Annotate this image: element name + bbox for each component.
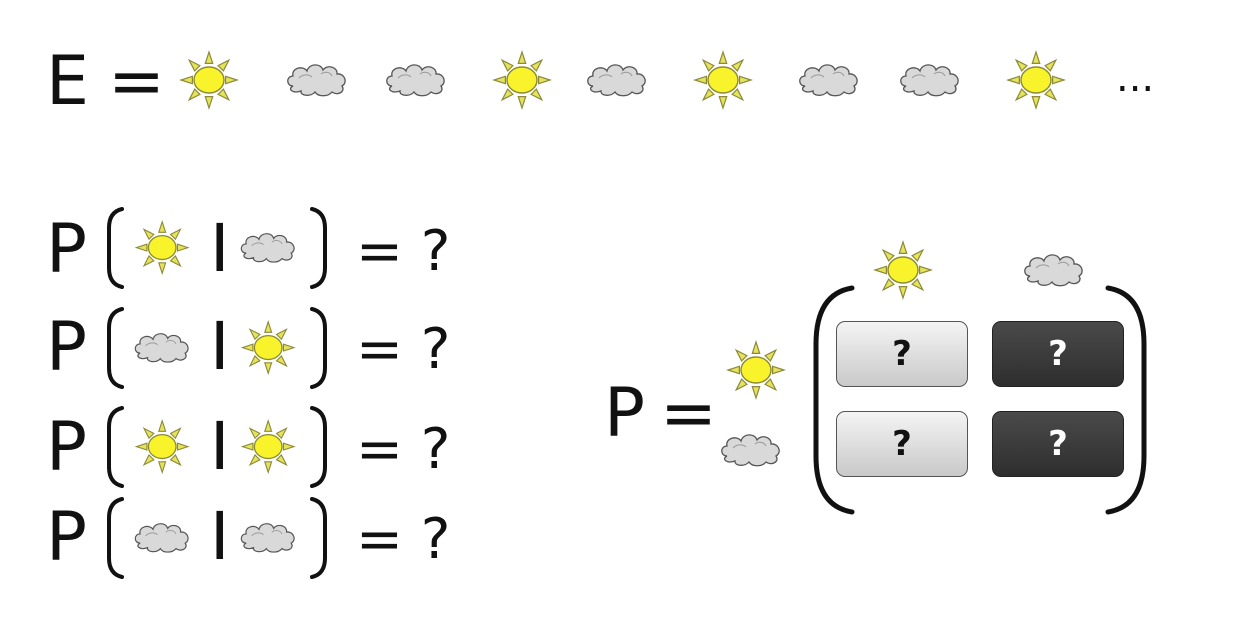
row-2-letter: P xyxy=(46,308,88,387)
sequence-sun-icon-6 xyxy=(693,50,753,110)
row-1-letter: P xyxy=(46,210,88,289)
matrix-cell-cloud-sun: ? xyxy=(836,411,968,477)
sequence-cloud-icon-3 xyxy=(386,64,445,97)
sequence-cloud-icon-7 xyxy=(799,64,858,97)
row-4-cloud-icon-b xyxy=(240,523,295,554)
matrix-row-sun-icon xyxy=(726,340,786,400)
row-2-sun-icon-b xyxy=(240,320,296,376)
row-2-cloud-icon-a xyxy=(134,333,189,364)
sequence-equals: = xyxy=(108,42,165,121)
matrix-label: P xyxy=(604,374,646,453)
row-3-sun-icon-a xyxy=(134,419,190,475)
row-3-result: = ? xyxy=(356,417,451,482)
matrix-left-bracket xyxy=(813,285,855,515)
sequence-sun-icon-1 xyxy=(179,50,239,110)
matrix-cell-cloud-cloud: ? xyxy=(992,411,1124,477)
row-2-result: = ? xyxy=(356,317,451,382)
row-1-result: = ? xyxy=(356,219,451,284)
row-2-right-paren xyxy=(310,307,327,389)
row-1-cloud-icon-b xyxy=(240,233,295,264)
row-3-separator: I xyxy=(210,408,230,485)
sequence-cloud-icon-5 xyxy=(587,64,646,97)
sequence-cloud-icon-2 xyxy=(287,64,346,97)
row-1-left-paren xyxy=(107,207,124,289)
matrix-row-cloud-icon xyxy=(721,434,780,467)
sequence-sun-icon-4 xyxy=(492,50,552,110)
row-3-sun-icon-b xyxy=(240,419,296,475)
matrix-right-bracket xyxy=(1105,285,1147,515)
sequence-label: E xyxy=(46,42,89,121)
row-1-separator: I xyxy=(210,210,230,287)
row-4-right-paren xyxy=(310,497,327,579)
matrix-cell-sun-cloud: ? xyxy=(992,321,1124,387)
row-2-separator: I xyxy=(210,308,230,385)
matrix-col-cloud-icon xyxy=(1024,254,1083,287)
row-4-cloud-icon-a xyxy=(134,523,189,554)
row-4-letter: P xyxy=(46,498,88,577)
matrix-col-sun-icon xyxy=(873,240,933,300)
row-4-separator: I xyxy=(210,498,230,575)
row-1-right-paren xyxy=(310,207,327,289)
sequence-cloud-icon-8 xyxy=(900,64,959,97)
row-4-result: = ? xyxy=(356,507,451,572)
row-2-left-paren xyxy=(107,307,124,389)
matrix-cell-sun-sun: ? xyxy=(836,321,968,387)
row-3-left-paren xyxy=(107,406,124,488)
sequence-sun-icon-9 xyxy=(1006,50,1066,110)
row-1-sun-icon-a xyxy=(134,220,190,276)
row-3-right-paren xyxy=(310,406,327,488)
sequence-ellipsis: ... xyxy=(1116,55,1155,101)
row-3-letter: P xyxy=(46,408,88,487)
row-4-left-paren xyxy=(107,497,124,579)
matrix-equals: = xyxy=(660,374,717,453)
